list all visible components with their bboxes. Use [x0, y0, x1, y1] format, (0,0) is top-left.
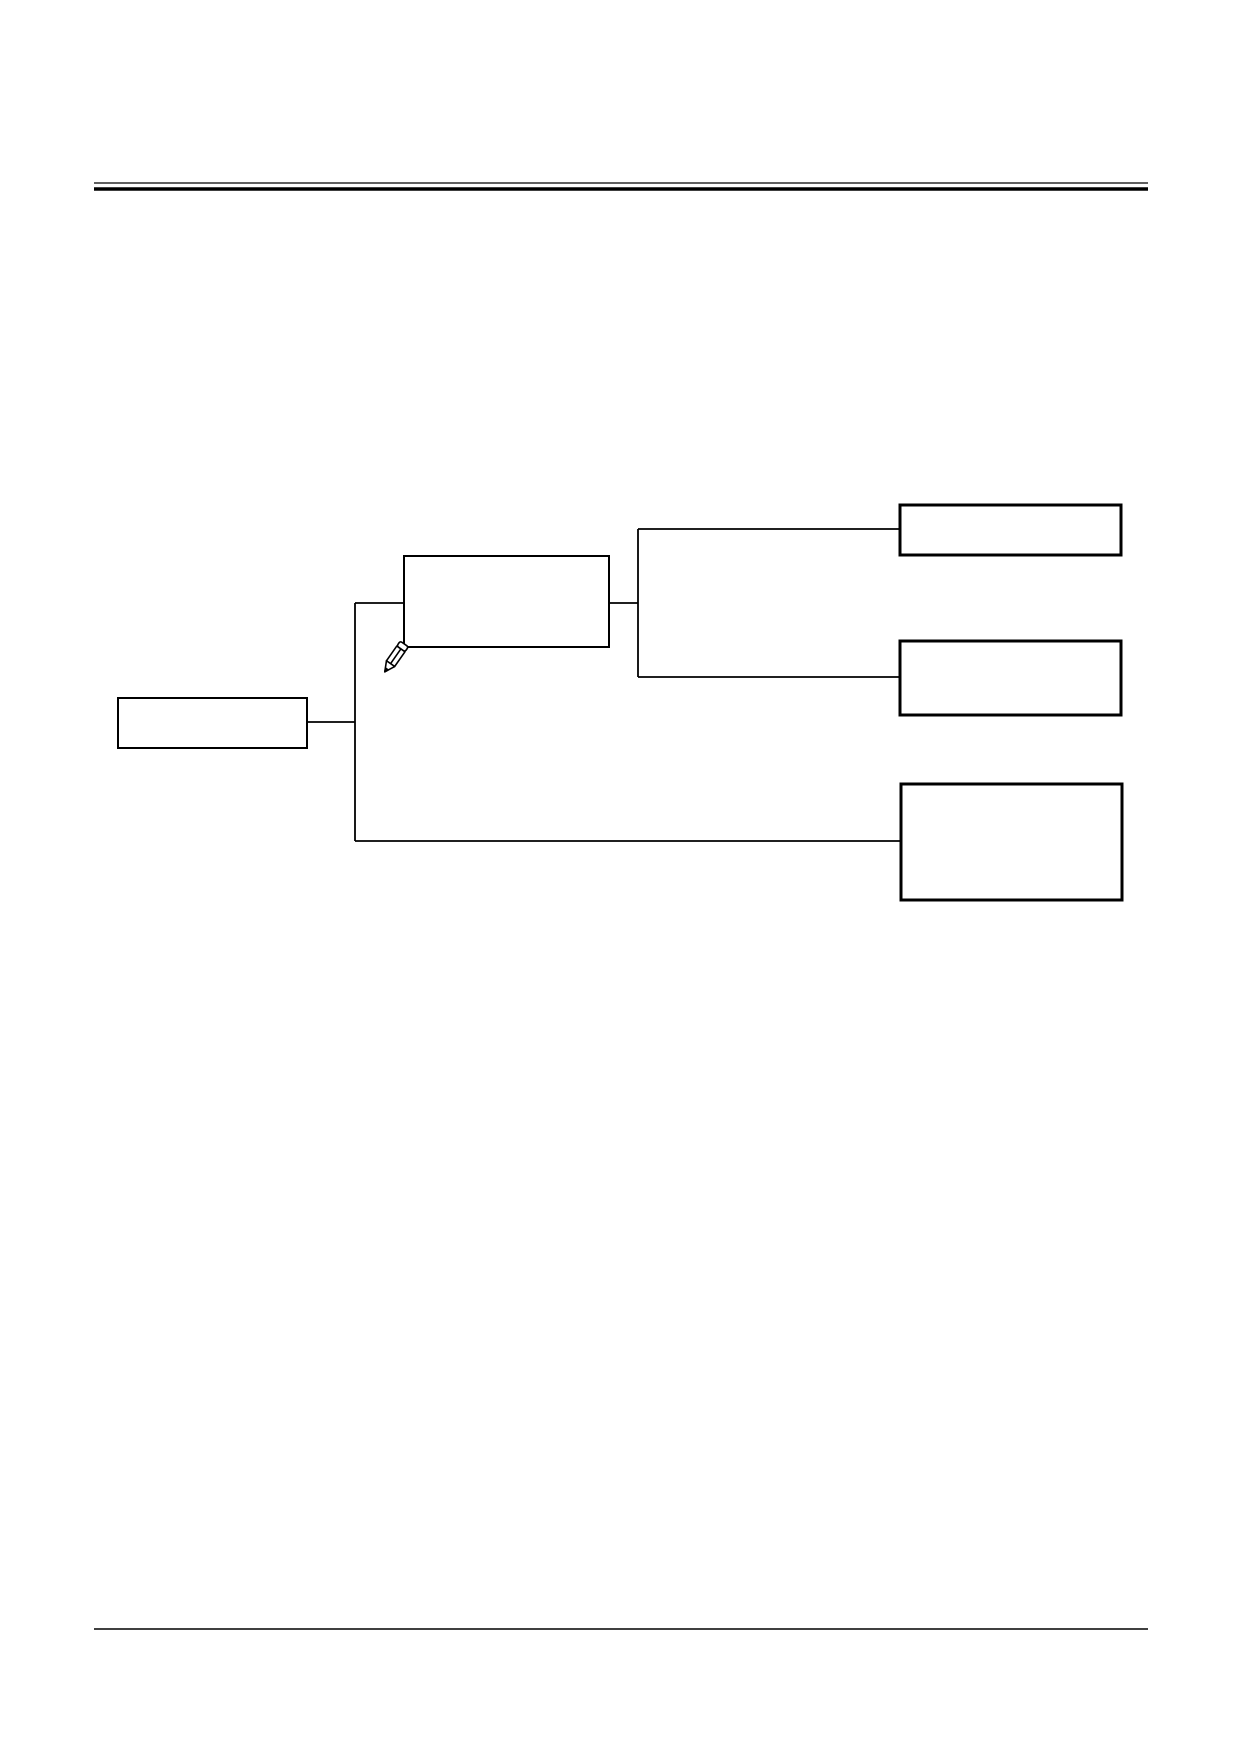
header-rule [94, 182, 1148, 191]
node-root [117, 697, 308, 749]
node-leaf-b [899, 782, 1124, 902]
pencil-icon [384, 641, 409, 673]
node-leaf-a1 [898, 503, 1123, 557]
node-branch-a [403, 555, 610, 648]
connector-lines [307, 528, 900, 842]
node-leaf-a2 [898, 639, 1123, 717]
